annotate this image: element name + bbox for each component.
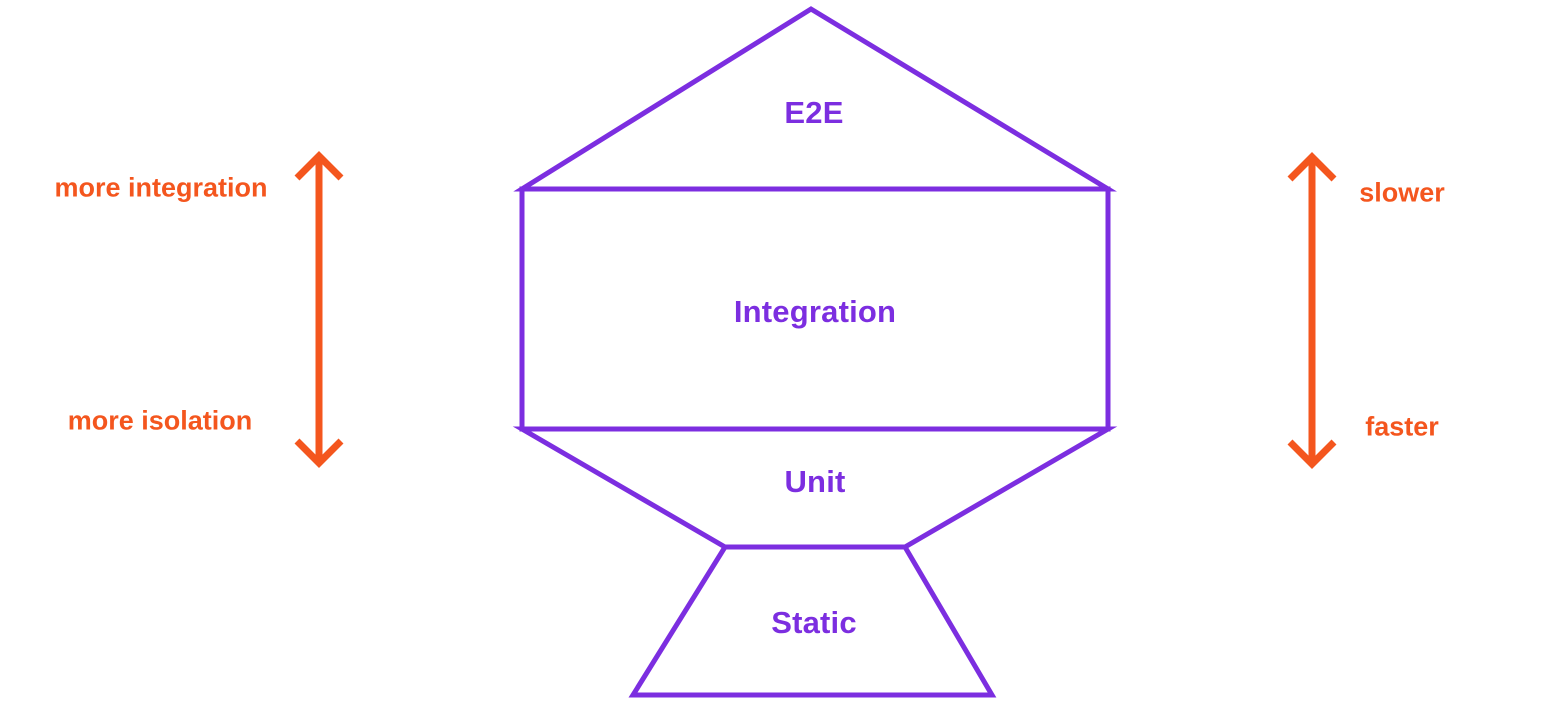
level-label-static: Static [771, 605, 857, 640]
static-trapezoid-shape [628, 544, 997, 698]
right-arrow-up-head [1287, 152, 1337, 182]
axis-label-more-isolation: more isolation [67, 405, 253, 436]
right-arrow-down-head [1287, 439, 1337, 469]
axis-label-slower: slower [1359, 177, 1445, 208]
level-label-integration: Integration [733, 294, 897, 329]
integration-isolation-arrow-icon [294, 151, 344, 468]
level-label-e2e: E2E [784, 95, 844, 130]
axis-label-more-integration: more integration [54, 172, 268, 203]
left-arrow-down-head [294, 438, 344, 468]
speed-arrow-icon [1287, 152, 1337, 469]
left-arrow-up-head [294, 151, 344, 181]
level-label-unit: Unit [784, 464, 846, 499]
axis-label-faster: faster [1365, 411, 1439, 442]
